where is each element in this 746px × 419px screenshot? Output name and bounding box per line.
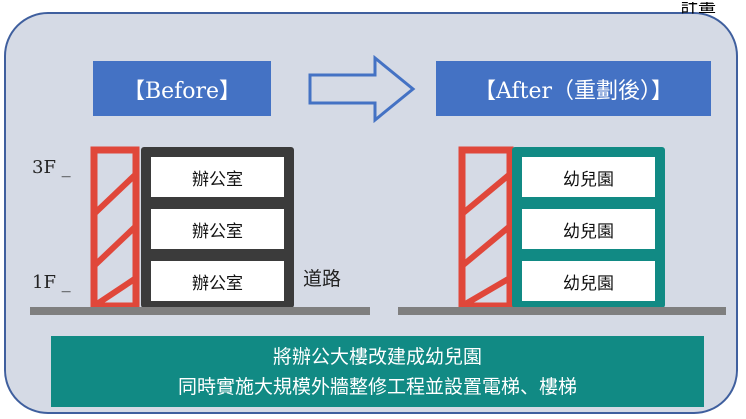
road-label: 道路 [303, 268, 342, 290]
summary-line-2: 同時實施大規模外牆整修工程並設置電梯、樓梯 [177, 375, 577, 398]
after-room: 幼兒園 [522, 261, 655, 301]
after-building: 幼兒園 幼兒園 幼兒園 [512, 147, 665, 308]
before-room: 辦公室 [151, 209, 284, 249]
before-banner: 【Before】 [93, 61, 271, 116]
after-banner: 【After（重劃後）】 [436, 61, 711, 116]
floor-label-3f: 3F _ [32, 157, 71, 178]
before-building: 辦公室 辦公室 辦公室 [141, 147, 294, 308]
corner-title: 計畫 [680, 2, 716, 14]
summary-box: 將辦公大樓改建成幼兒園 同時實施大規模外牆整修工程並設置電梯、樓梯 [51, 336, 704, 407]
summary-line-1: 將辦公大樓改建成幼兒園 [272, 345, 482, 368]
right-arrow-icon [308, 55, 416, 123]
road-after [398, 307, 726, 315]
road-before [30, 307, 370, 315]
floor-label-1f: 1F _ [32, 272, 71, 293]
before-room: 辦公室 [151, 261, 284, 301]
after-room: 幼兒園 [522, 157, 655, 197]
after-room: 幼兒園 [522, 209, 655, 249]
before-stair-column [90, 146, 140, 310]
after-stair-column [458, 146, 514, 310]
before-room: 辦公室 [151, 157, 284, 197]
